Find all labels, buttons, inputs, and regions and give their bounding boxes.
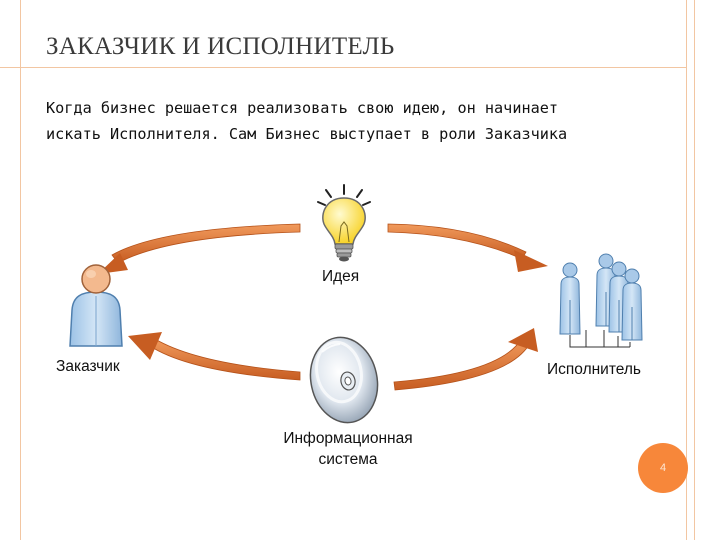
title-rule [0, 67, 686, 68]
idea-label: Идея [322, 268, 360, 285]
body-line-2: искать Исполнителя. Сам Бизнес выступает… [46, 125, 568, 143]
frame-line-right-outer [694, 0, 695, 540]
cd-disc-icon [309, 336, 379, 424]
body-text: Когда бизнес решается реализовать свою и… [46, 95, 676, 147]
team-member [621, 268, 643, 341]
team-connector [569, 330, 631, 348]
contractor-label: Исполнитель [547, 361, 641, 378]
team-member [559, 262, 581, 335]
system-label-line-1: Информационная [283, 430, 413, 447]
frame-line-left [20, 0, 21, 540]
arrow-bottom-right [393, 328, 538, 391]
arrow-top-right [387, 223, 548, 272]
arrow-top-left [98, 223, 301, 274]
person-icon [69, 264, 123, 347]
page-number-badge: 4 [638, 443, 688, 493]
slide-title: ЗАКАЗЧИК И ИСПОЛНИТЕЛЬ [46, 33, 395, 60]
body-line-1: Когда бизнес решается реализовать свою и… [46, 99, 559, 117]
team-icon [559, 253, 643, 348]
arrow-bottom-left [128, 332, 301, 381]
system-label: Информационная система [270, 428, 426, 470]
system-label-line-2: система [318, 451, 378, 468]
light-bulb-icon [317, 184, 371, 262]
customer-label: Заказчик [56, 358, 120, 375]
frame-line-right-inner [686, 0, 687, 540]
